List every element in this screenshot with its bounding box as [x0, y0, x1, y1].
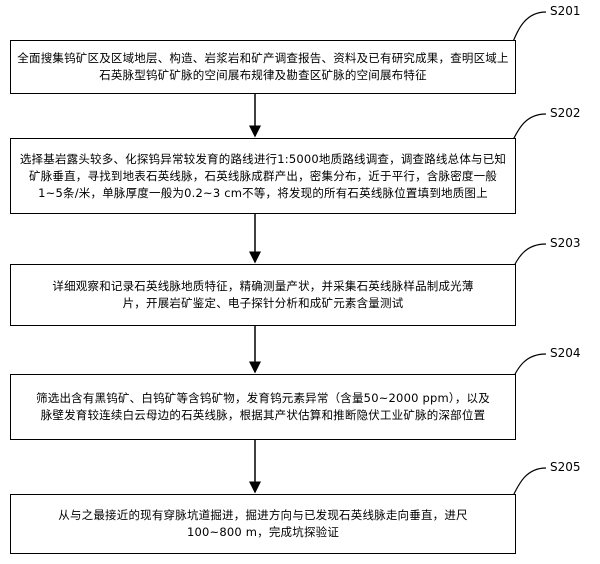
step-text-s205: 从与之最接近的现有穿脉坑道掘进，掘进方向与已发现石英线脉走向垂直，进尺100~8…: [58, 508, 468, 539]
step-label-s205: S205: [550, 460, 581, 474]
step-label-s201: S201: [550, 4, 581, 18]
step-box-s203: 详细观察和记录石英线脉地质特征，精确测量产状，并采集石英线脉样品制成光薄片，开展…: [10, 264, 516, 326]
step-text-s202: 选择基岩露头较多、化探钨异常较发育的路线进行1:5000地质路线调查，调查路线总…: [19, 151, 507, 200]
leader-s204: [511, 353, 547, 381]
step-box-s204: 筛选出含有黑钨矿、白钨矿等含钨矿物，发育钨元素异常（含量50~2000 ppm）…: [10, 374, 516, 440]
step-label-s203: S203: [550, 236, 581, 250]
step-text-s203: 详细观察和记录石英线脉地质特征，精确测量产状，并采集石英线脉样品制成光薄片，开展…: [52, 279, 474, 310]
step-label-s202: S202: [550, 106, 581, 120]
leader-s201: [511, 11, 547, 45]
leader-s202: [511, 113, 547, 143]
step-label-s204: S204: [550, 346, 581, 360]
leader-s203: [511, 243, 547, 271]
step-box-s201: 全面搜集钨矿区及区域地层、构造、岩浆岩和矿产调查报告、资料及已有研究成果，查明区…: [10, 40, 516, 94]
step-text-s204: 筛选出含有黑钨矿、白钨矿等含钨矿物，发育钨元素异常（含量50~2000 ppm）…: [36, 391, 490, 422]
step-text-s201: 全面搜集钨矿区及区域地层、构造、岩浆岩和矿产调查报告、资料及已有研究成果，查明区…: [17, 51, 509, 82]
leader-s205: [511, 467, 547, 499]
step-box-s205: 从与之最接近的现有穿脉坑道掘进，掘进方向与已发现石英线脉走向垂直，进尺100~8…: [10, 494, 516, 554]
step-box-s202: 选择基岩露头较多、化探钨异常较发育的路线进行1:5000地质路线调查，调查路线总…: [10, 138, 516, 214]
